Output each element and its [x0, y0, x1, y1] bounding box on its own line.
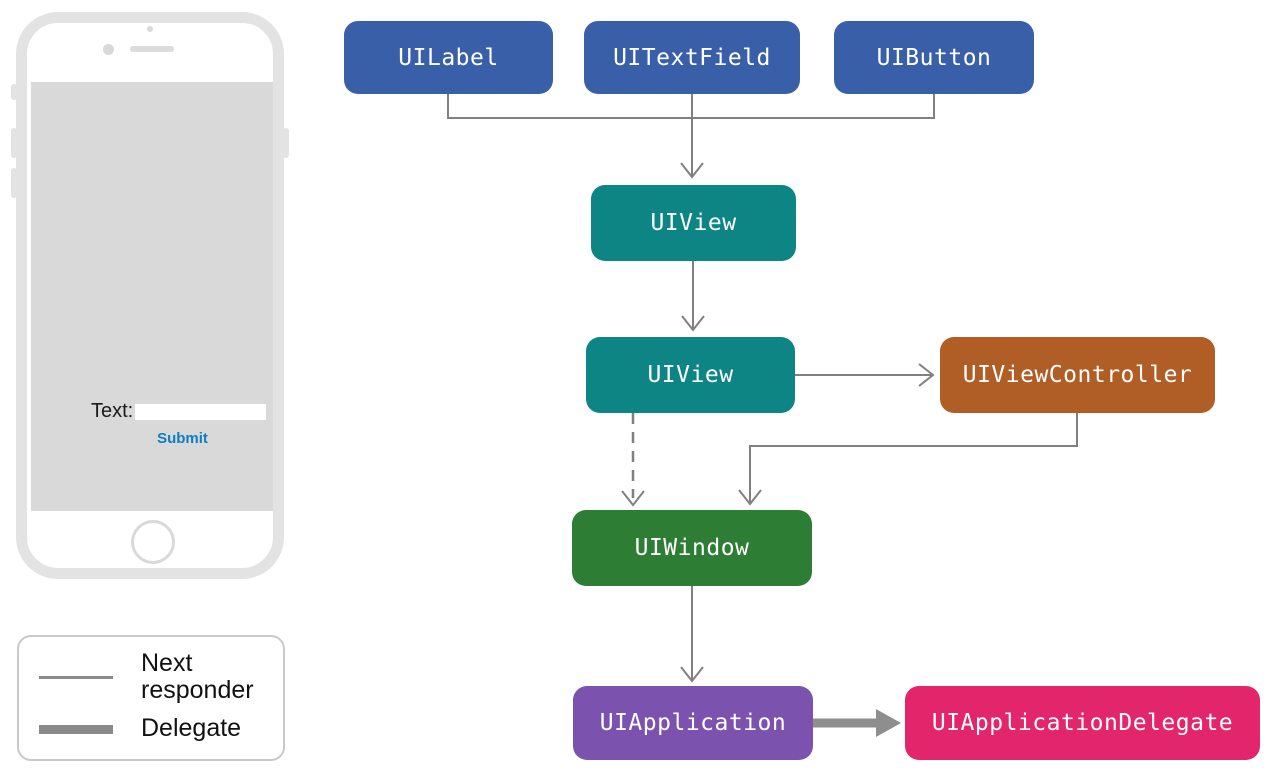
legend-delegate-line [39, 725, 113, 734]
camera-icon [147, 26, 153, 32]
arrowhead-uiwindow-to-uiapplication [680, 666, 704, 683]
speaker-grill [130, 46, 174, 52]
sensor-icon [103, 44, 114, 55]
node-uibutton: UIButton [834, 21, 1034, 94]
arrowhead-uiapplication-to-delegate [876, 709, 901, 737]
legend: Next responder Delegate [17, 635, 285, 761]
node-uitextfield: UITextField [584, 21, 800, 94]
phone-screen: Text: Submit [31, 82, 273, 511]
node-uiview-1: UIView [591, 185, 796, 261]
connector-uiviewcontroller-to-uiwindow [749, 413, 1078, 503]
arrowhead-uiview2-to-uiviewcontroller [918, 363, 935, 387]
mute-switch [11, 84, 17, 100]
home-button [131, 520, 175, 564]
arrowhead-uiview1-to-uiview2 [681, 315, 705, 332]
node-uiwindow: UIWindow [572, 510, 812, 586]
text-input[interactable] [135, 403, 267, 420]
arrowhead-textfield-to-uiview [680, 162, 704, 179]
node-uiapplicationdelegate: UIApplicationDelegate [905, 686, 1260, 760]
legend-delegate-label: Delegate [141, 714, 242, 742]
arrowhead-uiviewcontroller-to-uiwindow [738, 489, 762, 506]
submit-button[interactable]: Submit [157, 430, 208, 447]
volume-down-button [11, 168, 17, 198]
legend-next-responder-label: Next responder [141, 649, 254, 704]
volume-up-button [11, 128, 17, 158]
text-field-label: Text: [91, 400, 134, 422]
node-uiview-2: UIView [586, 337, 795, 413]
node-uiapplication: UIApplication [573, 686, 813, 760]
node-uiviewcontroller: UIViewController [940, 337, 1215, 413]
arrowhead-uiview2-to-uiwindow [621, 490, 645, 507]
legend-next-responder-line [39, 676, 113, 679]
power-button [283, 128, 289, 158]
connector-controls-bus [447, 94, 935, 119]
node-uilabel: UILabel [344, 21, 553, 94]
